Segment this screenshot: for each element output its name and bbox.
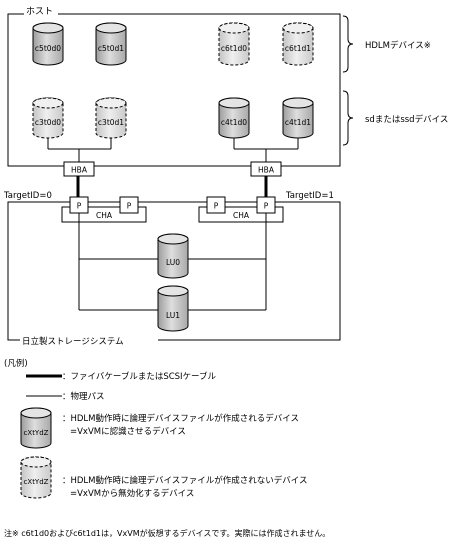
legend-title: (凡例) <box>4 358 28 369</box>
storage-box <box>7 201 341 341</box>
disk-c6t1d1-label: c6t1d1 <box>285 44 311 53</box>
storage-label-bg <box>20 334 158 346</box>
cha-left-label: CHA <box>96 211 113 220</box>
legend-thin-text: ：物理パス <box>62 391 105 402</box>
hba-left-label: HBA <box>71 166 88 175</box>
disk-c3t0d1: c3t0d1 <box>95 97 127 139</box>
legend-disk-dashed: cXtYdZ <box>20 456 52 499</box>
port-right-active-label: P <box>264 202 269 211</box>
disk-c5t0d1-label: c5t0d1 <box>98 44 124 53</box>
host-box <box>7 13 341 167</box>
disk-c5t0d1: c5t0d1 <box>95 22 127 66</box>
legend-solid-text-1: ：HDLM動作時に論理デバイスファイルが作成されるデバイス <box>62 413 299 424</box>
hba-right <box>250 161 282 177</box>
lu1-label: LU1 <box>166 311 180 320</box>
legend-dashed-text-1: ：HDLM動作時に論理デバイスファイルが作成されないデバイス <box>62 475 308 486</box>
lu1-disk: LU1 <box>157 285 189 332</box>
host-label: ホスト <box>26 6 53 17</box>
host-label-bg <box>24 4 58 18</box>
brace-sd-label: sdまたはssdデバイス <box>365 114 448 125</box>
disk-c5t0d0-label: c5t0d0 <box>35 44 61 53</box>
legend-thick-text: ：ファイバケーブルまたはSCSIケーブル <box>62 371 217 382</box>
legend-disk-solid-label: cXtYdZ <box>24 429 49 437</box>
target-left: TargetID=0 <box>3 191 52 201</box>
port-left-idle-label: P <box>127 202 132 211</box>
target-right: TargetID=1 <box>285 191 334 201</box>
disk-c3t0d1-label: c3t0d1 <box>98 118 124 127</box>
footnote: 注※ c6t1d0およびc6t1d1は，VxVMが仮想するデバイスです。実際には… <box>4 528 330 538</box>
port-left-idle <box>119 196 139 214</box>
port-right-idle <box>206 196 226 214</box>
disk-c4t1d0-label: c4t1d0 <box>221 118 247 127</box>
legend-solid-text-2: =VxVMに認識させるデバイス <box>70 426 186 437</box>
hba-left <box>63 161 95 177</box>
brace-sd <box>342 90 354 146</box>
disk-c4t1d0: c4t1d0 <box>218 97 250 139</box>
disk-c6t1d0: c6t1d0 <box>218 22 250 66</box>
host-paths-right <box>233 138 299 163</box>
disk-c4t1d1-label: c4t1d1 <box>285 118 311 127</box>
host-paths-left <box>47 138 112 163</box>
port-right-idle-label: P <box>214 202 219 211</box>
brace-hdlm <box>342 15 354 73</box>
hba-right-label: HBA <box>258 166 275 175</box>
disk-c4t1d1: c4t1d1 <box>282 97 314 139</box>
cha-right-label: CHA <box>233 211 250 220</box>
lu0-disk: LU0 <box>157 233 189 279</box>
legend-disk-dashed-label: cXtYdZ <box>24 478 49 486</box>
storage-label: 日立製ストレージシステム <box>22 336 124 347</box>
brace-hdlm-label: HDLMデバイス※ <box>365 40 431 51</box>
legend-dashed-text-2: =VxVMから無効化するデバイス <box>70 488 194 499</box>
disk-c6t1d1: c6t1d1 <box>282 22 314 66</box>
lu0-label: LU0 <box>166 258 180 267</box>
legend-disk-solid: cXtYdZ <box>20 407 52 449</box>
port-left-active-label: P <box>77 202 82 211</box>
disk-c5t0d0: c5t0d0 <box>32 22 64 66</box>
disk-c3t0d0: c3t0d0 <box>32 97 64 139</box>
disk-c6t1d0-label: c6t1d0 <box>221 44 247 53</box>
disk-c3t0d0-label: c3t0d0 <box>35 118 61 127</box>
